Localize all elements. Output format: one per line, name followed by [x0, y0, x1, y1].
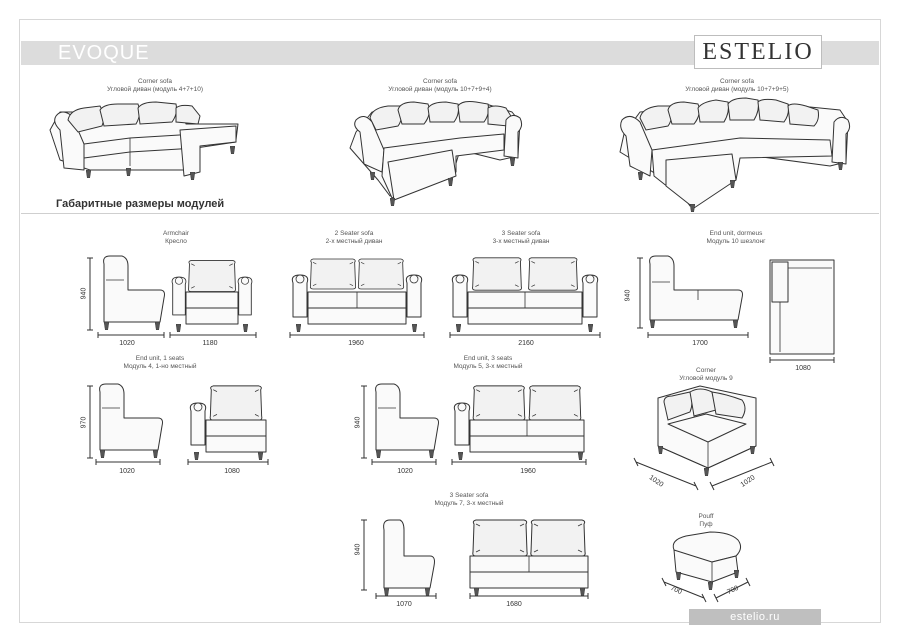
- dim-end10-width: 1080: [795, 365, 811, 372]
- dim-line-end5-width: [451, 459, 587, 465]
- dim-sofa3-width: 2160: [518, 340, 534, 347]
- dim-end5-width: 1960: [520, 468, 536, 475]
- end10-side-view: [649, 255, 743, 328]
- dim-line-end4-depth: [95, 459, 161, 465]
- section-divider: [21, 213, 879, 214]
- dim-line-armchair-width: [169, 332, 257, 338]
- sofa3-front-view: [451, 257, 599, 332]
- end4-front-view: [189, 385, 267, 460]
- dim-line-sofa7-width: [469, 593, 589, 599]
- dim-line-corner-a: [633, 457, 699, 491]
- sofa7-front-view: [469, 519, 589, 596]
- dim-line-sofa7-height: [361, 519, 367, 591]
- series-title: EVOQUE: [58, 42, 150, 64]
- dim-sofa2-width: 1960: [348, 340, 364, 347]
- dim-end4-depth: 1020: [119, 468, 135, 475]
- dim-line-end4-width: [187, 459, 269, 465]
- overview-sofa-3: [619, 97, 851, 212]
- end10-top-view: [769, 259, 835, 355]
- website-footer: estelio.ru: [689, 609, 821, 625]
- dim-line-armchair-height: [87, 257, 93, 331]
- armchair-side-view: [103, 255, 165, 330]
- dim-line-end5-height: [361, 385, 367, 459]
- end5-side-view: [375, 383, 439, 458]
- corner-module-view: [657, 385, 757, 476]
- dim-line-end10-depth: [647, 332, 749, 338]
- brand-logo: ESTELIO: [694, 35, 822, 69]
- dim-line-sofa2-width: [289, 332, 425, 338]
- dim-end5-depth: 1020: [397, 468, 413, 475]
- dim-end4-width: 1080: [224, 468, 240, 475]
- dim-line-armchair-depth: [97, 332, 165, 338]
- dim-armchair-depth: 1020: [119, 340, 135, 347]
- dim-line-corner-b: [709, 457, 775, 491]
- dim-armchair-width: 1180: [202, 340, 218, 347]
- dim-line-pouff-a: [661, 577, 707, 603]
- armchair-front-view: [171, 259, 253, 332]
- section-heading: Габаритные размеры модулей: [56, 198, 225, 210]
- dim-sofa7-depth: 1070: [396, 601, 412, 608]
- end4-side-view: [99, 383, 163, 458]
- dim-line-end10-height: [637, 257, 643, 329]
- dim-line-sofa7-depth: [375, 593, 437, 599]
- dim-end10-depth: 1700: [692, 340, 708, 347]
- overview-sofa-2: [349, 101, 523, 206]
- sofa7-side-view: [383, 519, 435, 596]
- dim-line-end5-depth: [371, 459, 437, 465]
- dim-sofa7-width: 1680: [506, 601, 522, 608]
- dim-line-end10-width: [769, 357, 835, 363]
- end5-front-view: [453, 385, 585, 460]
- page-frame: [19, 19, 881, 623]
- dim-line-end4-height: [87, 385, 93, 459]
- dim-line-pouff-b: [713, 577, 751, 603]
- dim-line-sofa3-width: [449, 332, 601, 338]
- overview-sofa-1: [49, 101, 239, 180]
- pouff-view: [672, 531, 742, 590]
- sofa2-front-view: [291, 258, 423, 332]
